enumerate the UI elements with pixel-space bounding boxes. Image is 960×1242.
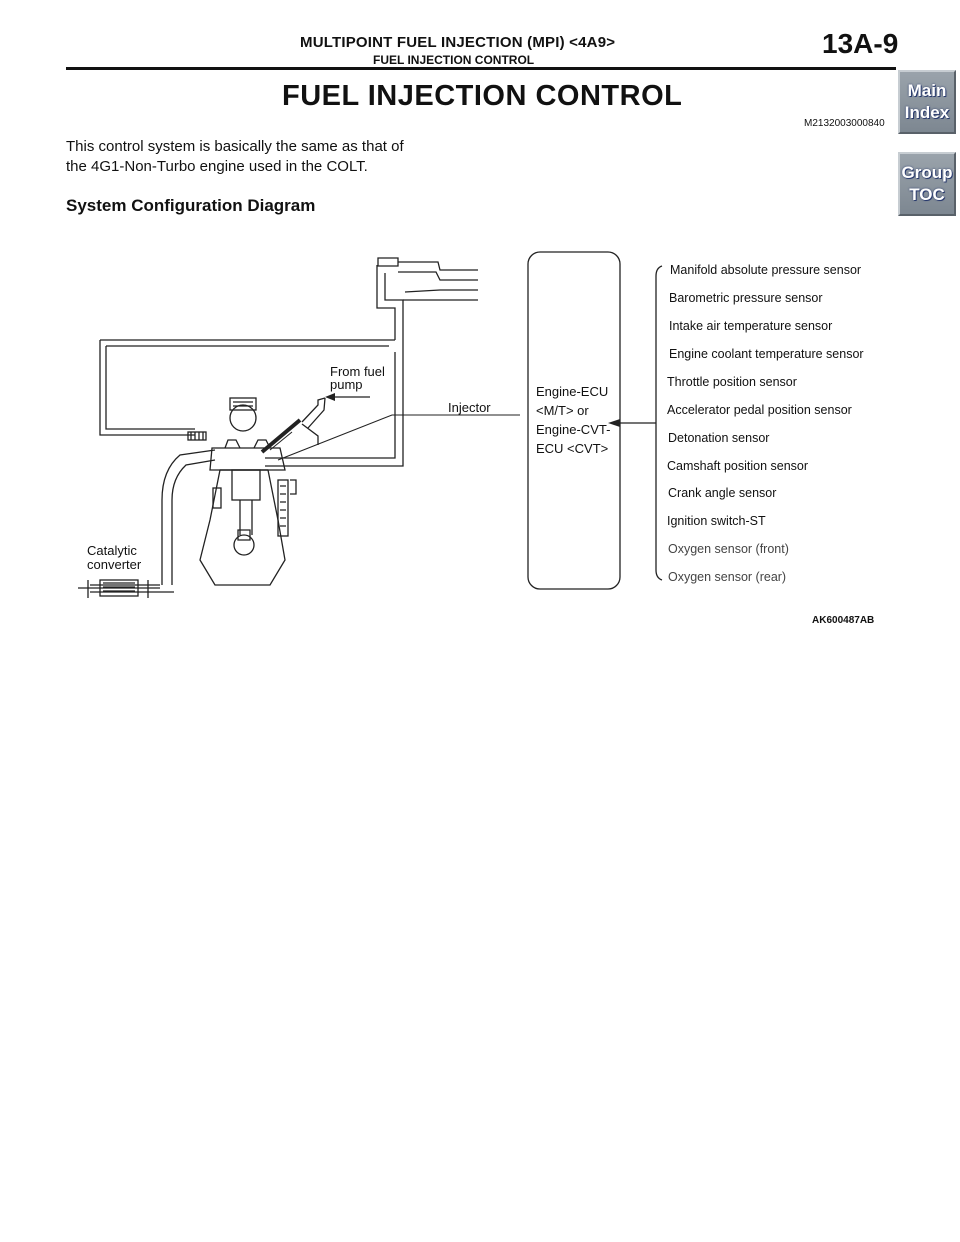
- main-index-line-1: Main: [907, 81, 947, 100]
- fuel-label-line-2: pump: [330, 377, 363, 392]
- catalytic-label-line-2: converter: [87, 557, 142, 572]
- group-toc-button[interactable]: Group TOC: [898, 152, 956, 216]
- sensor-label: Oxygen sensor (rear): [668, 570, 786, 584]
- sensor-label: Accelerator pedal position sensor: [667, 403, 852, 417]
- body-line-1: This control system is basically the sam…: [66, 138, 404, 155]
- header-rule: [66, 67, 896, 70]
- sensor-label: Barometric pressure sensor: [669, 291, 823, 305]
- sensor-label: Engine coolant temperature sensor: [669, 347, 864, 361]
- sensor-label: Crank angle sensor: [668, 486, 776, 500]
- sensor-label: Ignition switch-ST: [667, 514, 766, 528]
- header-title: MULTIPOINT FUEL INJECTION (MPI) <4A9>: [300, 34, 616, 51]
- main-index-line-2: Index: [904, 103, 950, 122]
- body-paragraph: This control system is basically the sam…: [66, 137, 486, 177]
- injector-label: Injector: [448, 400, 491, 415]
- ecu-label-line-4: ECU <CVT>: [536, 441, 608, 456]
- document-id: M2132003000840: [804, 118, 885, 129]
- sensor-label: Throttle position sensor: [667, 375, 797, 389]
- figure-id: AK600487AB: [812, 615, 875, 626]
- group-toc-line-2: TOC: [909, 185, 945, 204]
- page-title: FUEL INJECTION CONTROL: [282, 80, 683, 112]
- system-configuration-diagram: From fuel pump Injector Catalytic conver…: [78, 251, 864, 598]
- body-line-2: the 4G1-Non-Turbo engine used in the COL…: [66, 158, 368, 175]
- ecu-label-line-3: Engine-CVT-: [536, 422, 610, 437]
- ecu-label-line-1: Engine-ECU: [536, 384, 608, 399]
- fuel-label-line-1: From fuel: [330, 364, 385, 379]
- sensor-label: Intake air temperature sensor: [669, 319, 832, 333]
- sensor-label: Oxygen sensor (front): [668, 542, 789, 556]
- catalytic-label-line-1: Catalytic: [87, 543, 137, 558]
- sensor-label: Camshaft position sensor: [667, 459, 808, 473]
- sensor-label: Detonation sensor: [668, 431, 769, 445]
- page-number: 13A-9: [822, 28, 899, 59]
- sensor-label: Manifold absolute pressure sensor: [670, 263, 861, 277]
- group-toc-line-1: Group: [901, 163, 953, 182]
- header-subtitle: FUEL INJECTION CONTROL: [373, 53, 535, 67]
- ecu-label-line-2: <M/T> or: [536, 403, 589, 418]
- section-heading: System Configuration Diagram: [66, 196, 316, 215]
- main-index-button[interactable]: Main Index: [898, 70, 956, 134]
